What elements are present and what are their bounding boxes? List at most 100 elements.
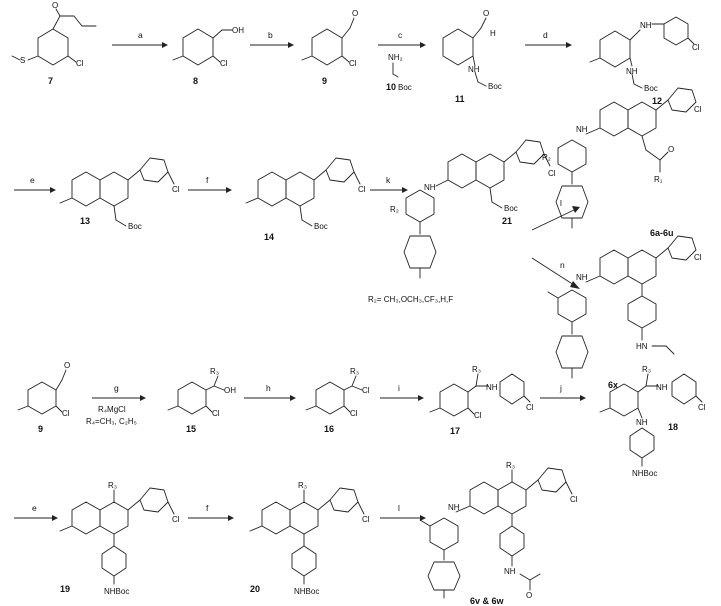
compound-17-structure (429, 373, 531, 417)
compound-label-16: 16 (324, 424, 334, 434)
chloro-label: Cl (362, 386, 370, 395)
r3-label: R₃ (506, 461, 515, 470)
compound-label-7: 7 (48, 76, 53, 86)
nh-label: NH (448, 503, 460, 512)
aldehyde-o: O (483, 9, 489, 18)
reagent-d: d (543, 30, 548, 40)
compound-label-9: 9 (322, 76, 327, 86)
grignard-reagent: R₄MgCl (98, 405, 126, 414)
chloro-label: Cl (212, 409, 220, 418)
r1-label: R₁ (654, 175, 663, 184)
reagent-a: a (138, 30, 143, 40)
compound-20-structure (249, 487, 365, 585)
r2-label: R₂ (542, 153, 551, 162)
nhboc-label: NHBoc (104, 587, 129, 596)
grignard-r-definition: R₄=CH₃, C₂H₅ (86, 417, 137, 426)
r3-label: R₃ (108, 481, 117, 490)
arrow-l (531, 209, 575, 231)
nhboc-label: NHBoc (294, 587, 319, 596)
compound-18-structure (599, 373, 703, 467)
aldehyde-h: H (490, 29, 496, 38)
reagent-l2: l (398, 503, 400, 513)
compound-12-structure (589, 16, 695, 89)
compound-label-21: 21 (502, 216, 512, 226)
compound-label-14: 14 (264, 232, 274, 242)
reagent-g: g (114, 383, 119, 393)
r3-label: R₃ (472, 365, 481, 374)
compound-label-17: 17 (450, 426, 460, 436)
nh-label: NH (576, 125, 588, 134)
chloro-label: Cl (698, 403, 706, 412)
chloro-label: Cl (220, 59, 228, 68)
reagent-j: j (559, 383, 562, 393)
aldehyde-o: O (64, 361, 70, 370)
reagent-e: e (30, 175, 35, 185)
chloro-label: Cl (62, 409, 70, 418)
reagent-n: n (560, 260, 565, 270)
chloro-label: Cl (358, 185, 366, 194)
chloro-label: Cl (548, 169, 556, 178)
hydroxyl-label: OH (224, 386, 236, 395)
compound-label-6a-6u: 6a-6u (650, 228, 674, 238)
compound-9b-structure (17, 369, 67, 415)
nh-label: NH (468, 65, 480, 74)
compound-label-9b: 9 (38, 424, 43, 434)
hn-label: HN (636, 342, 648, 351)
r3-label: R₃ (350, 367, 359, 376)
nh-label: NH (576, 273, 588, 282)
compound-label-8: 8 (193, 76, 198, 86)
reagent-b: b (268, 30, 273, 40)
chloro-label: Cl (694, 253, 702, 262)
compound-label-12: 12 (652, 96, 662, 106)
r3-label: R₃ (298, 481, 307, 490)
aldehyde-o: O (352, 9, 358, 18)
compound-14-structure (245, 157, 361, 227)
arrow-n (531, 257, 575, 286)
reagent-e2: e (32, 503, 37, 513)
reagent-f2: f (206, 503, 209, 513)
compound-label-11: 11 (455, 94, 465, 104)
boc-label: Boc (314, 222, 328, 231)
reagent-l: l (560, 198, 562, 208)
boc-label: Boc (398, 83, 412, 92)
chloro-label: Cl (570, 495, 578, 504)
nh-label: NH (504, 567, 516, 576)
compound-label-18: 18 (668, 422, 678, 432)
r2-substituents: R₂= CH₃,OCH₃,CF₃,H,F (368, 295, 453, 304)
boc-label: Boc (488, 82, 502, 91)
chloro-label: Cl (76, 59, 84, 68)
chloro-label: Cl (694, 105, 702, 114)
compound-6a-6u-structure (555, 87, 697, 229)
boc-label: Boc (504, 204, 518, 213)
compound-15-structure (167, 375, 225, 415)
reagent-c: c (398, 30, 403, 40)
nh-label: NH (486, 383, 498, 392)
boc-label: Boc (644, 84, 658, 93)
amine-label: NH₂ (388, 53, 403, 62)
boc-label: Boc (128, 222, 142, 231)
compound-21-structure (403, 139, 551, 279)
compound-label-13: 13 (80, 216, 90, 226)
chloro-label: Cl (172, 185, 180, 194)
chloro-label: Cl (349, 59, 357, 68)
compound-19-structure (59, 487, 175, 585)
compound-label-20: 20 (250, 584, 260, 594)
r3-label: R₃ (642, 365, 651, 374)
compound-6x-structure (547, 235, 697, 379)
nh-label: NH (656, 383, 668, 392)
chloro-label: Cl (362, 515, 370, 524)
hydroxyl-label: OH (232, 26, 244, 35)
nhboc-label: NHBoc (632, 469, 657, 478)
r2-label: R₂ (390, 205, 399, 214)
nh-label: NH (626, 67, 638, 76)
chloro-label: Cl (350, 409, 358, 418)
chloro-label: Cl (474, 411, 482, 420)
compound-13-structure (59, 157, 175, 227)
compound-label-6x: 6x (608, 380, 618, 390)
compound-6v-6w-structure (419, 467, 573, 599)
chloro-label: Cl (692, 43, 700, 52)
compound-11-structure (442, 17, 487, 87)
chloro-label: Cl (526, 403, 534, 412)
compound-label-6v-6w: 6v & 6w (470, 596, 505, 606)
